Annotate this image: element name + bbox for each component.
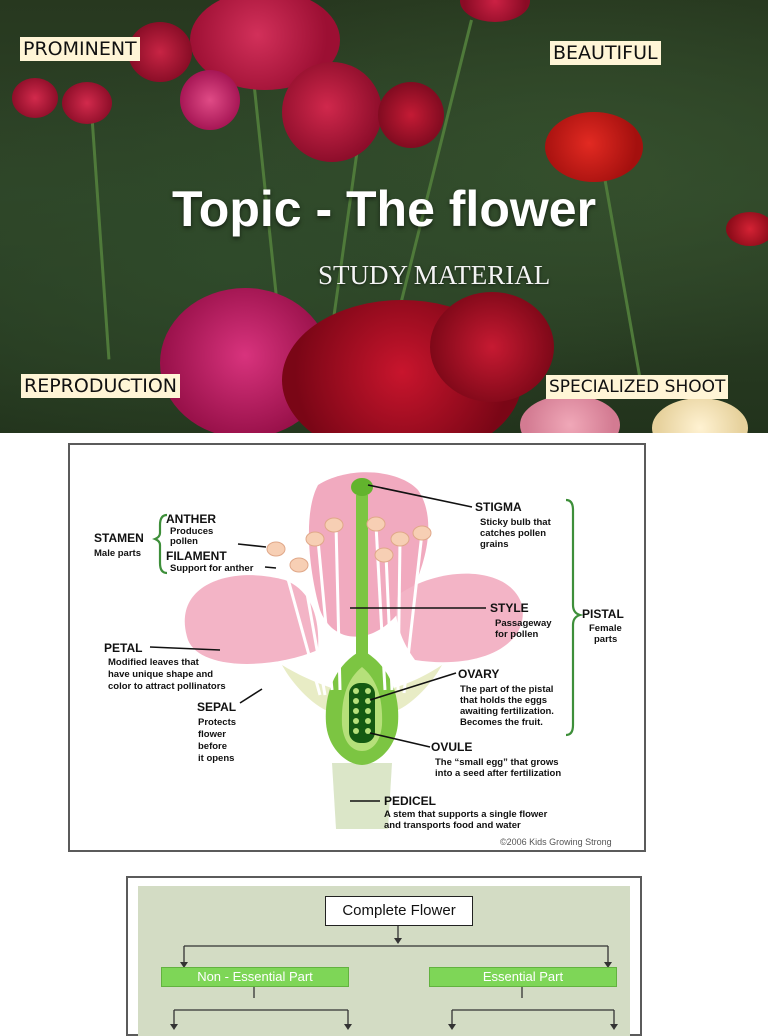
ovary-label: OVARY: [458, 667, 499, 681]
sepal-right-shape: [390, 665, 442, 711]
keyword-reproduction: REPRODUCTION: [21, 374, 181, 398]
flower-classification-chart: Complete Flower Non - Essential Part Ess…: [126, 876, 642, 1036]
petal-desc-line: Modified leaves that: [108, 657, 200, 668]
filament-label: FILAMENT: [166, 549, 227, 563]
filaments: [278, 524, 424, 696]
stamen-brace: [152, 513, 168, 575]
anther-desc-line: pollen: [170, 536, 198, 547]
sepal-desc-line: Protects: [198, 717, 236, 728]
ovule-label: OVULE: [431, 740, 472, 754]
chart-background: Complete Flower Non - Essential Part Ess…: [138, 886, 630, 1036]
rose-bloom: [652, 398, 748, 433]
petal-label: PETAL: [104, 641, 142, 655]
flower-anatomy-illustration: STAMEN Male parts ANTHER Produces pollen…: [94, 472, 624, 847]
anther-label: ANTHER: [166, 512, 216, 526]
stigma-desc-line: catches pollen: [480, 528, 546, 539]
petal-desc-line: color to attract pollinators: [108, 681, 226, 692]
leader-lines: [149, 484, 486, 802]
stamen-desc-line: Male parts: [94, 548, 141, 559]
stigma-label: STIGMA: [475, 500, 522, 514]
sepal-desc-line: flower: [198, 729, 226, 740]
sepal-desc-line: before: [198, 741, 227, 752]
sepal-left-shape: [282, 665, 338, 713]
rose-bloom: [180, 70, 240, 130]
pistal-desc-line: parts: [594, 634, 617, 645]
keyword-specialized-shoot: SPECIALIZED SHOOT: [546, 375, 729, 399]
ovary-desc-line: awaiting fertilization.: [460, 706, 554, 717]
sepal-label: SEPAL: [197, 700, 236, 714]
rose-bloom: [520, 395, 620, 433]
ovule-desc-line: into a seed after fertilization: [435, 768, 561, 779]
complete-flower-box: Complete Flower: [325, 896, 473, 926]
ovule-desc-line: The “small egg” that grows: [435, 757, 559, 768]
keyword-beautiful: BEAUTIFUL: [550, 41, 661, 65]
rose-bloom: [460, 0, 530, 22]
rose-bloom: [378, 82, 444, 148]
non-essential-part-box: Non - Essential Part: [161, 967, 349, 987]
petal-desc-line: have unique shape and: [108, 669, 213, 680]
petal-left-shape: [184, 575, 319, 664]
style-shape: [356, 495, 368, 655]
anther-desc-line: Produces: [170, 526, 213, 537]
stigma-desc-line: grains: [480, 539, 509, 550]
rose-bloom: [726, 212, 768, 246]
pedicel-desc-line: and transports food and water: [384, 820, 521, 831]
essential-part-box: Essential Part: [429, 967, 617, 987]
rose-bloom: [62, 82, 112, 124]
slide-title: Topic - The flower: [171, 181, 597, 237]
pistal-label: PISTAL: [582, 607, 624, 621]
style-label: STYLE: [490, 601, 529, 615]
title-slide: PROMINENT BEAUTIFUL REPRODUCTION SPECIAL…: [0, 0, 768, 433]
rose-bloom: [545, 112, 643, 182]
style-desc-line: Passageway: [495, 618, 552, 629]
ovary-desc-line: that holds the eggs: [460, 695, 547, 706]
ovary-desc-line: The part of the pistal: [460, 684, 553, 695]
pedicel-desc-line: A stem that supports a single flower: [384, 809, 548, 820]
slide-subtitle: STUDY MATERIAL: [318, 260, 551, 290]
pistal-brace: [565, 498, 584, 737]
stigma-desc-line: Sticky bulb that: [480, 517, 552, 528]
anthers: [266, 516, 432, 573]
rose-bloom: [430, 292, 554, 402]
pedicel-label: PEDICEL: [384, 794, 436, 808]
style-desc-line: for pollen: [495, 629, 538, 640]
sepal-desc-line: it opens: [198, 753, 234, 764]
rose-bloom: [12, 78, 58, 118]
ovule-chamber: [349, 683, 375, 743]
pedicel-shape: [332, 763, 392, 829]
petal-right-shape: [395, 573, 523, 663]
ovary-desc-line: Becomes the fruit.: [460, 717, 543, 728]
copyright-note: ©2006 Kids Growing Strong: [500, 837, 612, 847]
ovule-dots: [353, 688, 371, 734]
flower-anatomy-diagram: STAMEN Male parts ANTHER Produces pollen…: [68, 443, 646, 852]
keyword-prominent: PROMINENT: [20, 37, 140, 61]
pistal-desc-line: Female: [589, 623, 622, 634]
stamen-label: STAMEN: [94, 531, 144, 545]
rose-bloom: [282, 62, 382, 162]
stigma-shape: [351, 478, 373, 496]
filament-desc-line: Support for anther: [170, 563, 254, 574]
